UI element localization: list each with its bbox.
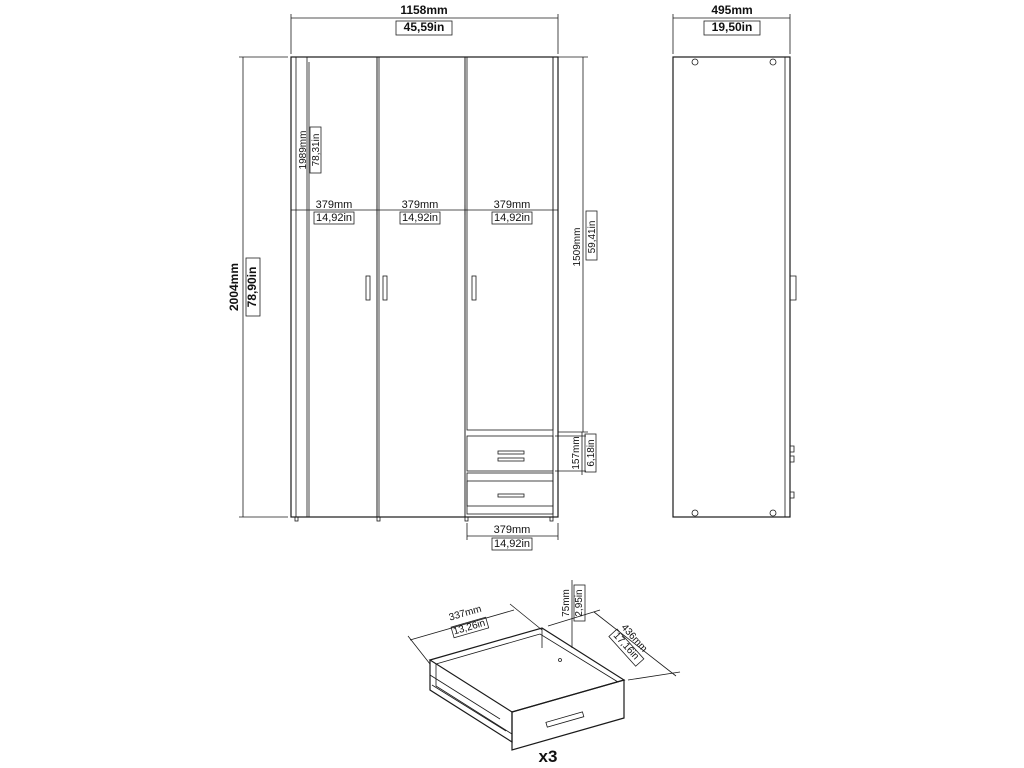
drawer-quantity-label: x3	[539, 747, 558, 766]
door-handle-left	[365, 275, 371, 301]
right-door-height-mm: 1509mm	[572, 228, 583, 267]
drawer-height-mm: 157mm	[571, 436, 582, 469]
door-height-dimension: 1989mm 78,31in	[298, 62, 322, 517]
drawer-unit-width-mm: 379mm	[494, 524, 531, 536]
drawer-inner-height-dimension: 75mm 2,95in	[561, 580, 586, 648]
door-width-middle-mm: 379mm	[402, 199, 439, 211]
right-door	[466, 56, 554, 431]
side-handle	[790, 275, 797, 301]
drawer-unit-width-dimension: 379mm 14,92in	[466, 523, 559, 551]
door-handle-right	[471, 275, 477, 301]
drawer-handle-1	[497, 450, 525, 455]
overall-width-mm: 1158mm	[400, 3, 447, 17]
right-door-height-dimension: 1509mm 59,41in	[558, 56, 598, 433]
door-width-left-in: 14,92in	[316, 212, 352, 224]
drawer-handle-3	[497, 493, 525, 498]
door-height-in: 78,31in	[311, 134, 322, 167]
depth-dimension: 495mm 19,50in	[672, 3, 791, 54]
front-view	[290, 56, 559, 522]
door-width-dimensions: 379mm 14,92in 379mm 14,92in 379mm 14,92i…	[291, 199, 558, 225]
overall-height-in: 78,90in	[245, 267, 259, 308]
overall-height-dimension: 2004mm 78,90in	[227, 56, 288, 518]
side-view	[672, 56, 797, 518]
drawer-height-dimension: 157mm 6,18in	[555, 432, 597, 475]
drawer-detail-handle	[545, 711, 585, 728]
overall-width-dimension: 1158mm 45,59in	[290, 3, 559, 54]
drawer-front-3b	[466, 480, 554, 515]
drawer-front-2	[466, 472, 554, 507]
overall-width-in: 45,59in	[404, 20, 445, 34]
side-panel	[672, 56, 791, 518]
drawer-height-in: 6,18in	[586, 439, 597, 466]
depth-mm: 495mm	[711, 3, 752, 17]
door-width-right-in: 14,92in	[494, 212, 530, 224]
drawer-inner-height-in: 2,95in	[574, 589, 585, 616]
drawer-handle-2	[497, 457, 525, 462]
door-handle-middle	[382, 275, 388, 301]
right-door-height-in: 59,41in	[587, 221, 598, 254]
door-width-middle-in: 14,92in	[402, 212, 438, 224]
door-width-left-mm: 379mm	[316, 199, 353, 211]
depth-in: 19,50in	[712, 20, 753, 34]
drawer-detail-front	[511, 679, 625, 751]
drawer-front-1	[466, 435, 554, 472]
wardrobe-carcass	[290, 56, 559, 518]
drawer-inner-height-mm: 75mm	[561, 589, 572, 617]
drawer-detail	[428, 627, 626, 751]
door-width-right-mm: 379mm	[494, 199, 531, 211]
middle-door	[378, 56, 466, 518]
drawer-unit-width-in: 14,92in	[494, 538, 530, 550]
overall-height-mm: 2004mm	[227, 263, 241, 311]
left-door	[306, 56, 378, 518]
door-height-mm: 1989mm	[298, 131, 309, 170]
